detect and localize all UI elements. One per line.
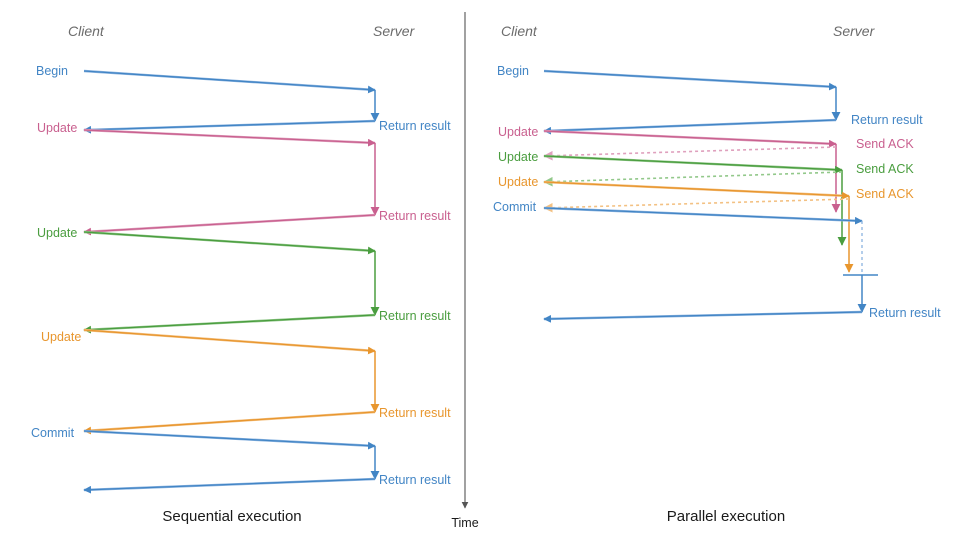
msg-sequential-update-2-request-arrow <box>83 231 376 255</box>
msg-parallel-update-3-ack-arrow <box>543 198 850 213</box>
msg-parallel-begin-label: Begin <box>497 64 529 78</box>
msg-parallel-commit-label: Commit <box>493 200 537 214</box>
msg-sequential-update-1-label: Update <box>37 121 77 135</box>
msg-parallel-update-3-label: Update <box>498 175 538 189</box>
msg-parallel-commit-response-label: Return result <box>869 306 941 320</box>
msg-sequential-update-1-response-label: Return result <box>379 209 451 223</box>
msg-sequential-update-3-label: Update <box>41 330 81 344</box>
msg-parallel-begin-response-arrow <box>543 119 837 135</box>
msg-parallel-update-1-ack-label: Send ACK <box>856 137 914 151</box>
msg-sequential-commit-request-arrow <box>83 430 376 450</box>
msg-sequential-update-1-response-arrow <box>83 214 376 236</box>
msg-sequential-update-1-request-arrow <box>83 129 376 147</box>
msg-parallel-commit-response-arrow <box>543 311 863 323</box>
actor-label-parallel-client: Client <box>501 23 538 39</box>
time-axis-label: Time <box>451 516 478 530</box>
msg-sequential-begin-label: Begin <box>36 64 68 78</box>
msg-sequential-update-3-request-arrow <box>83 329 376 355</box>
msg-sequential-update-3-response-arrow <box>83 411 376 435</box>
msg-sequential-commit-response-arrow <box>83 478 376 494</box>
msg-sequential-update-3-response-label: Return result <box>379 406 451 420</box>
panel-caption-sequential: Sequential execution <box>162 508 301 525</box>
message-lines-layer <box>83 12 878 509</box>
actor-label-parallel-server: Server <box>833 23 876 39</box>
msg-parallel-update-3-request-arrow <box>543 181 850 200</box>
msg-parallel-update-3-ack-label: Send ACK <box>856 187 914 201</box>
msg-sequential-update-2-response-label: Return result <box>379 309 451 323</box>
msg-parallel-begin-response-label: Return result <box>851 113 923 127</box>
msg-parallel-update-1-request-arrow <box>543 130 837 148</box>
msg-parallel-update-1-label: Update <box>498 125 538 139</box>
panel-caption-parallel: Parallel execution <box>667 508 785 525</box>
msg-sequential-commit-response-label: Return result <box>379 473 451 487</box>
actor-label-sequential-client: Client <box>68 23 105 39</box>
msg-parallel-update-2-label: Update <box>498 150 538 164</box>
msg-parallel-update-2-ack-label: Send ACK <box>856 162 914 176</box>
msg-sequential-begin-request-arrow <box>83 70 376 94</box>
msg-sequential-commit-label: Commit <box>31 426 75 440</box>
msg-sequential-begin-response-label: Return result <box>379 119 451 133</box>
msg-parallel-begin-request-arrow <box>543 70 837 91</box>
msg-parallel-update-2-request-arrow <box>543 155 843 174</box>
msg-parallel-commit-request-arrow <box>543 207 863 225</box>
msg-sequential-update-2-response-arrow <box>83 314 376 334</box>
msg-parallel-update-1-ack-arrow <box>543 146 837 161</box>
actor-label-sequential-server: Server <box>373 23 416 39</box>
msg-parallel-update-2-ack-arrow <box>543 171 843 187</box>
msg-sequential-begin-response-arrow <box>83 120 376 134</box>
msg-sequential-update-2-label: Update <box>37 226 77 240</box>
